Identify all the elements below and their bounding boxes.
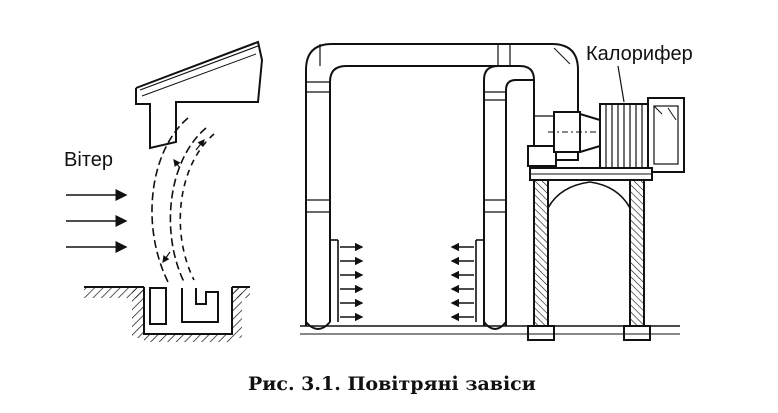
figure-caption: Рис. 3.1. Повітряні завіси — [248, 373, 536, 395]
heater-leader-line — [617, 65, 625, 103]
air-duct-inner — [483, 65, 534, 326]
heater-unit — [599, 97, 685, 173]
fan-unit — [527, 98, 632, 167]
left-curtain-schematic: Вітер — [64, 40, 264, 342]
right-duct-bottom — [483, 321, 507, 330]
roof-canopy — [135, 40, 264, 150]
right-outflow-arrows — [450, 242, 474, 322]
air-duct-outer — [305, 43, 579, 326]
label-wind: Вітер — [64, 149, 113, 171]
air-jet-curves — [151, 117, 215, 283]
right-installation: Калорифер — [300, 43, 693, 341]
left-outflow-arrows — [340, 242, 364, 322]
floor-line — [300, 325, 680, 335]
right-nozzle — [475, 239, 484, 322]
left-nozzle — [330, 239, 339, 322]
left-duct-bottom — [305, 321, 331, 330]
label-heater: Калорифер — [586, 43, 693, 65]
ground-pit — [84, 286, 250, 342]
wind-arrows — [66, 189, 128, 253]
support-frame — [527, 167, 653, 341]
